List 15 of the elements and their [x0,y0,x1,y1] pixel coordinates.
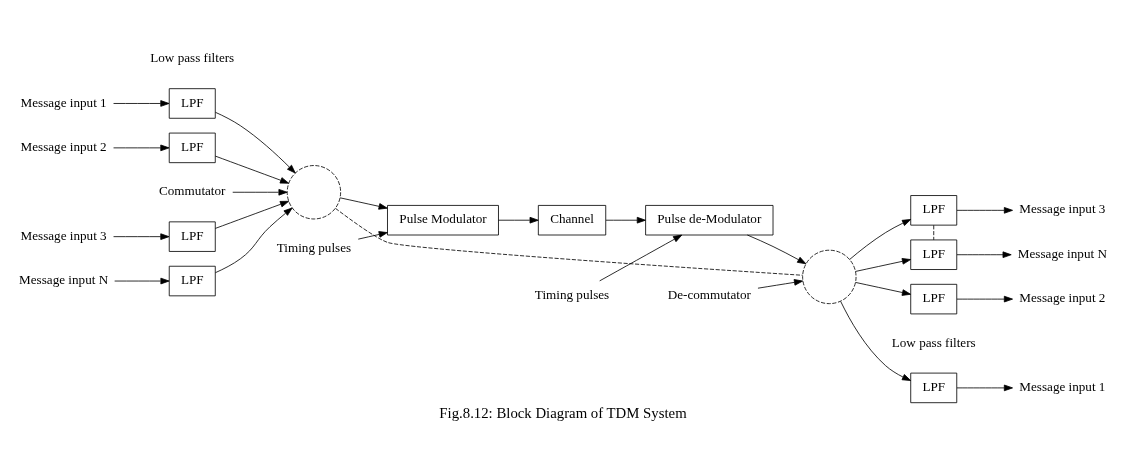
label: Low pass filters [891,334,976,350]
node-text: Message input N [19,272,109,288]
node-text: Message input 3 [20,227,107,243]
node-text: Message input 3 [1019,201,1106,217]
node-text: Timing pulses [534,286,610,302]
node-text: Message input 2 [20,138,107,154]
node-text: Message input 1 [20,94,107,110]
node-text: De-commutator [667,286,751,302]
node-text: Timing pulses [276,240,352,256]
node-text: Message input 2 [1019,290,1106,306]
label: Low pass filters [150,50,235,66]
node-text: Commutator [159,183,226,199]
node-text: Message input 1 [1019,379,1106,395]
node-text: Message input N [1017,245,1107,261]
caption: Fig.8.12: Block Diagram of TDM System [439,404,687,421]
